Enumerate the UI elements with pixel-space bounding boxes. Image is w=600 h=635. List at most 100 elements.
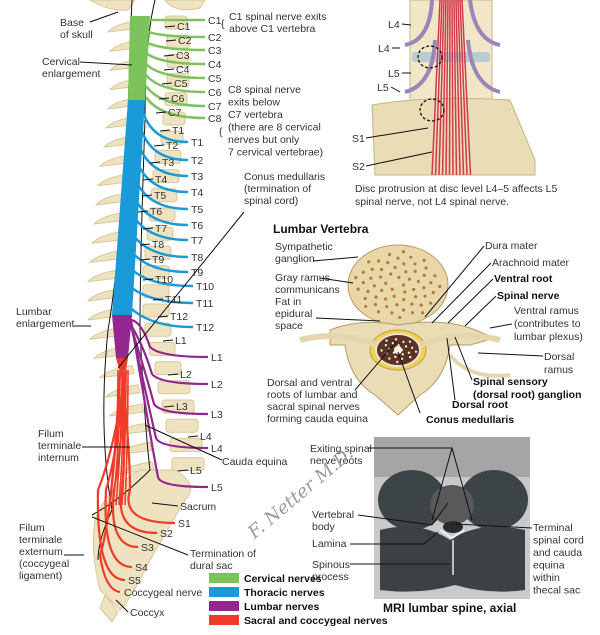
- trabecular-bone-dot: [403, 290, 407, 294]
- nerve-label-c1: C1: [208, 15, 222, 27]
- label-ventral-root: Ventral root: [494, 273, 553, 285]
- nerve-label-t9: T9: [191, 267, 203, 279]
- label-conus-medullaris-lv: Conus medullaris: [426, 414, 514, 426]
- trabecular-bone-dot: [422, 273, 426, 277]
- label-terminal-spinal-cord: and cauda: [533, 547, 582, 559]
- disc-panel-caption: spinal nerve, not L4 spinal nerve.: [355, 196, 509, 208]
- label-spinous-process: process: [312, 571, 349, 583]
- nerve-root-dot: [410, 346, 414, 350]
- vertebra-label-c1: C1: [177, 21, 191, 33]
- trabecular-bone-dot: [393, 265, 397, 270]
- vertebra-leader: [165, 39, 177, 42]
- nerve-root-dot: [400, 357, 404, 361]
- nerve-root-dot: [384, 343, 388, 347]
- note-c8: nerves but only: [228, 134, 300, 146]
- label-terminal-spinal-cord: within: [532, 572, 560, 584]
- vertebra-body: [148, 341, 176, 356]
- disc-panel-label-l5: L5: [377, 82, 389, 94]
- label-fat-epidural-space: Fat in: [275, 296, 301, 308]
- vertebra-leader: [163, 68, 175, 71]
- nerve-label-c8: C8: [208, 113, 222, 125]
- label-filum-terminale-internum: terminale: [38, 440, 81, 452]
- vertebra-label-l5: L5: [190, 465, 202, 477]
- nerve-label-l4: L4: [211, 443, 223, 455]
- vertebra-label-c7: C7: [168, 107, 182, 119]
- label-terminal-spinal-cord: spinal cord: [533, 535, 584, 547]
- label-terminal-spinal-cord: thecal sac: [533, 585, 580, 597]
- vertebra-label-t2: T2: [166, 140, 178, 152]
- trabecular-bone-dot: [429, 281, 433, 285]
- cauda-equina-root: [438, 0, 445, 176]
- trabecular-bone-dot: [372, 284, 376, 288]
- vertebra-label-l2: L2: [180, 369, 192, 381]
- label-filum-terminale-internum: internum: [38, 452, 79, 464]
- legend-swatch: [209, 587, 239, 597]
- label-filum-terminale-externum: (coccygeal: [19, 558, 69, 570]
- vertebra-body: [165, 418, 199, 433]
- mri-caption: MRI lumbar spine, axial: [383, 601, 516, 615]
- trabecular-bone-dot: [385, 304, 389, 309]
- leader-base-of-skull: [89, 11, 119, 23]
- label-coccyx: Coccyx: [130, 607, 165, 619]
- disc-panel-leader: [390, 86, 401, 93]
- label-cervical-enlargement: enlargement: [42, 68, 100, 80]
- label-dorsal-ramus: Dorsal: [544, 351, 574, 363]
- skull-base-shape: [89, 0, 136, 11]
- leader-lamina: [350, 531, 439, 545]
- leader-termination-dural-sac: [91, 516, 189, 556]
- label-base-of-skull: Base: [60, 17, 84, 29]
- vertebra-label-c2: C2: [178, 35, 192, 47]
- lumbar-vertebra-title: Lumbar Vertebra: [273, 222, 369, 236]
- trabecular-bone-dot: [401, 308, 406, 312]
- nerve-root-dot: [396, 360, 399, 364]
- nerve-c2: [145, 29, 206, 39]
- leader-vertebral-body: [357, 514, 433, 526]
- note-c8-brace: {: [219, 126, 223, 138]
- label-filum-terminale-externum: Filum: [19, 522, 45, 534]
- nerve-root-l4-left: [404, 0, 434, 47]
- trabecular-bone-dot: [389, 272, 393, 276]
- label-vertebral-body: Vertebral: [312, 509, 354, 521]
- label-dorsal-ventral-roots: sacral spinal nerves: [267, 401, 360, 413]
- vertebra-label-t9: T9: [152, 254, 164, 266]
- label-vertebral-body: body: [312, 521, 336, 533]
- trabecular-bone-dot: [370, 267, 374, 271]
- label-coccygeal-nerve: Coccygeal nerve: [124, 587, 202, 599]
- vertebra-body: [169, 437, 203, 452]
- nerve-label-t1: T1: [191, 137, 203, 149]
- note-c8: (there are 8 cervical: [228, 122, 321, 134]
- nerve-label-t10: T10: [196, 281, 214, 293]
- vertebra-leader: [152, 298, 164, 301]
- nerve-root-l5-right: [466, 39, 501, 94]
- trabecular-bone-dot: [413, 269, 417, 273]
- trabecular-bone-dot: [429, 301, 433, 305]
- note-c1: C1 spinal nerve exits: [229, 11, 326, 23]
- vertebra-label-t5: T5: [154, 190, 166, 202]
- vertebra-leader: [164, 25, 176, 28]
- disc-panel-label-s2: S2: [352, 161, 365, 173]
- trabecular-bone-dot: [419, 303, 423, 307]
- note-c1: above C1 vertebra: [229, 23, 316, 35]
- nerve-root-dot: [409, 355, 412, 359]
- trabecular-bone-dot: [390, 311, 394, 315]
- note-c8: exits below: [228, 97, 280, 109]
- vertebra-leader: [153, 144, 165, 147]
- trabecular-bone-dot: [423, 294, 427, 298]
- vertebra-label-t1: T1: [172, 125, 184, 137]
- label-lumbar-enlargement: Lumbar: [16, 306, 52, 318]
- spinal-nerves: C1C2C3C4C5C6C7C8T1T2T3T4T5T6T7T8T9T10T11…: [96, 15, 223, 594]
- vertebra-leader: [163, 405, 175, 408]
- vertebra-leader: [158, 97, 170, 100]
- nerve-root-dot: [394, 355, 397, 359]
- nerve-label-t12: T12: [196, 322, 214, 334]
- vertebra-leader: [155, 111, 167, 114]
- vertebra-leader: [139, 243, 151, 246]
- trabecular-bone-dot: [413, 262, 417, 266]
- leader-dorsal-root: [446, 337, 456, 401]
- coccyx-shape: [99, 593, 119, 623]
- nerve-label-c6: C6: [208, 87, 222, 99]
- vertebra-leader: [142, 278, 154, 281]
- nerve-label-c5: C5: [208, 73, 222, 85]
